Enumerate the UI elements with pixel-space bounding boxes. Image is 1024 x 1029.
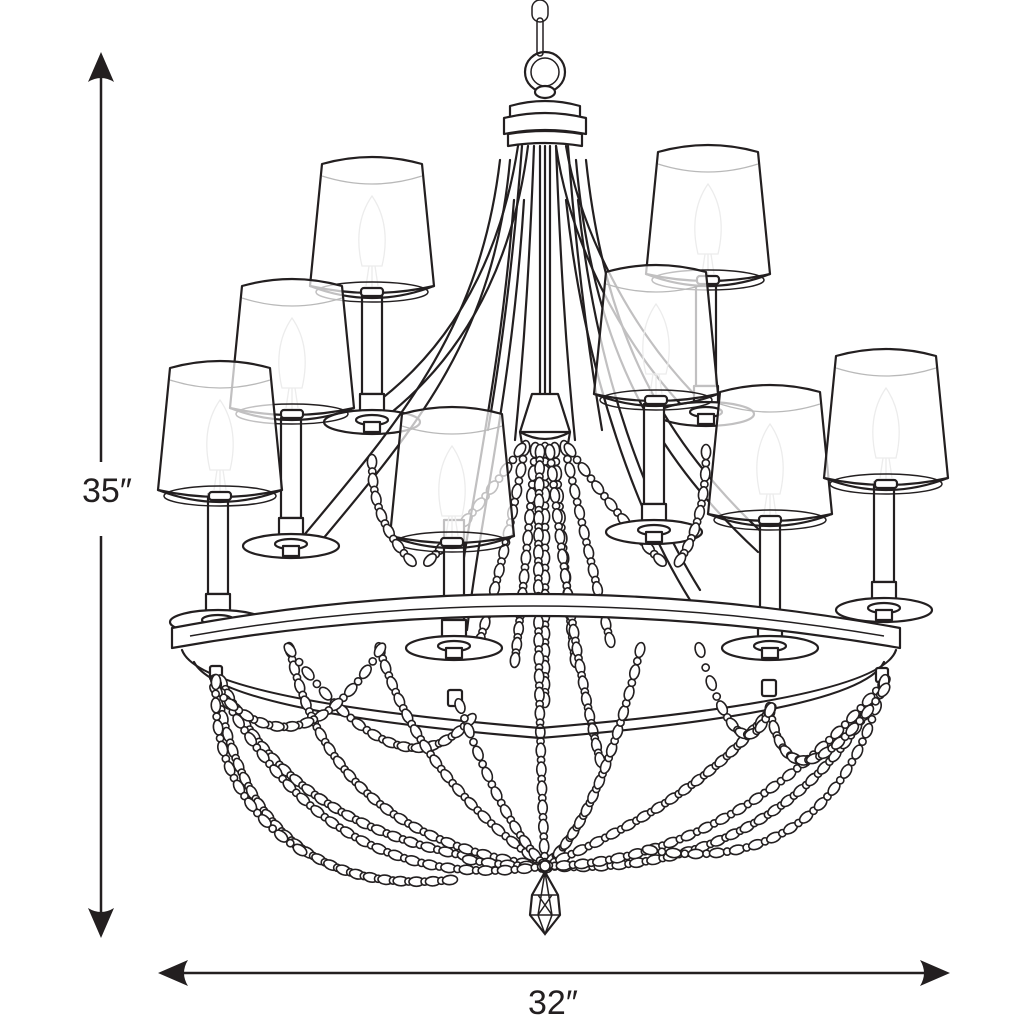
arrow-down-icon (88, 908, 114, 938)
width-dimension-line (158, 960, 950, 986)
height-dimension-label: 35″ (80, 470, 134, 513)
arrow-left-icon (158, 960, 188, 986)
lamp-outer-left (156, 359, 284, 636)
lamp-outer-right (822, 347, 950, 624)
height-dimension-line (88, 52, 114, 938)
crystal-pendant (528, 860, 562, 937)
arrow-right-icon (920, 960, 950, 986)
lamp-back-center-left (388, 405, 516, 662)
bead-swags (209, 443, 891, 888)
arrow-up-icon (88, 52, 114, 82)
chain-and-canopy (502, 0, 588, 148)
width-dimension-label: 32″ (528, 984, 578, 1022)
ring-frame (170, 592, 902, 740)
